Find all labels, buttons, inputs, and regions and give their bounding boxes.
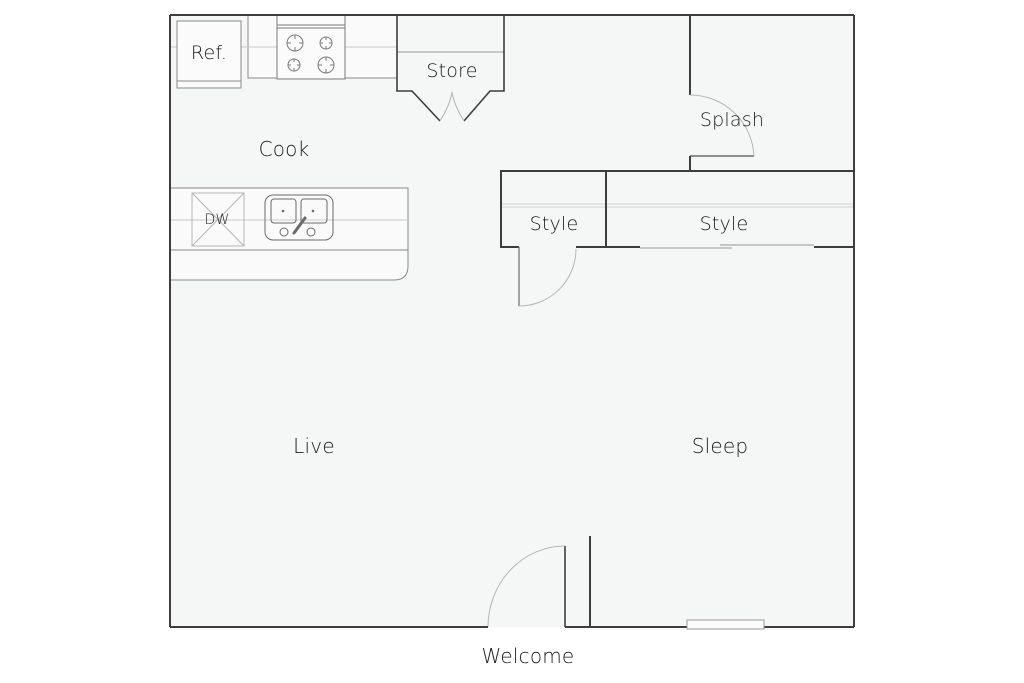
- refrigerator: [176, 20, 242, 89]
- refrigerator-label: Ref.: [190, 42, 228, 64]
- dishwasher-label: DW: [204, 212, 230, 228]
- room-label-sleep: Sleep: [691, 434, 749, 458]
- room-label-splash: Splash: [699, 109, 765, 131]
- store-closet: [396, 15, 505, 122]
- burner-icon: [317, 56, 335, 74]
- entry-label: Welcome: [481, 644, 575, 668]
- window: [686, 619, 765, 630]
- sink: [264, 194, 334, 241]
- faucet-icon: [292, 216, 307, 235]
- door-swing: [689, 94, 755, 157]
- room-label-style-left: Style: [529, 213, 579, 235]
- outer-walls: [169, 14, 855, 628]
- kitchen-island: [170, 187, 409, 281]
- door-swing: [487, 545, 566, 628]
- style-closets: [500, 156, 854, 307]
- entry-door: [487, 545, 566, 628]
- room-label-store: Store: [426, 60, 478, 82]
- dishwasher: [191, 192, 245, 247]
- burner-icon: [319, 36, 333, 50]
- door-swing: [439, 91, 453, 122]
- room-label-cook: Cook: [258, 137, 310, 161]
- door-swing: [518, 248, 577, 307]
- burner-icon: [287, 58, 301, 72]
- burner-icon: [286, 34, 304, 52]
- floor-area: [170, 15, 854, 627]
- room-label-live: Live: [293, 434, 335, 458]
- room-label-style-right: Style: [699, 213, 749, 235]
- door-swing: [451, 91, 465, 122]
- stove: [276, 14, 346, 80]
